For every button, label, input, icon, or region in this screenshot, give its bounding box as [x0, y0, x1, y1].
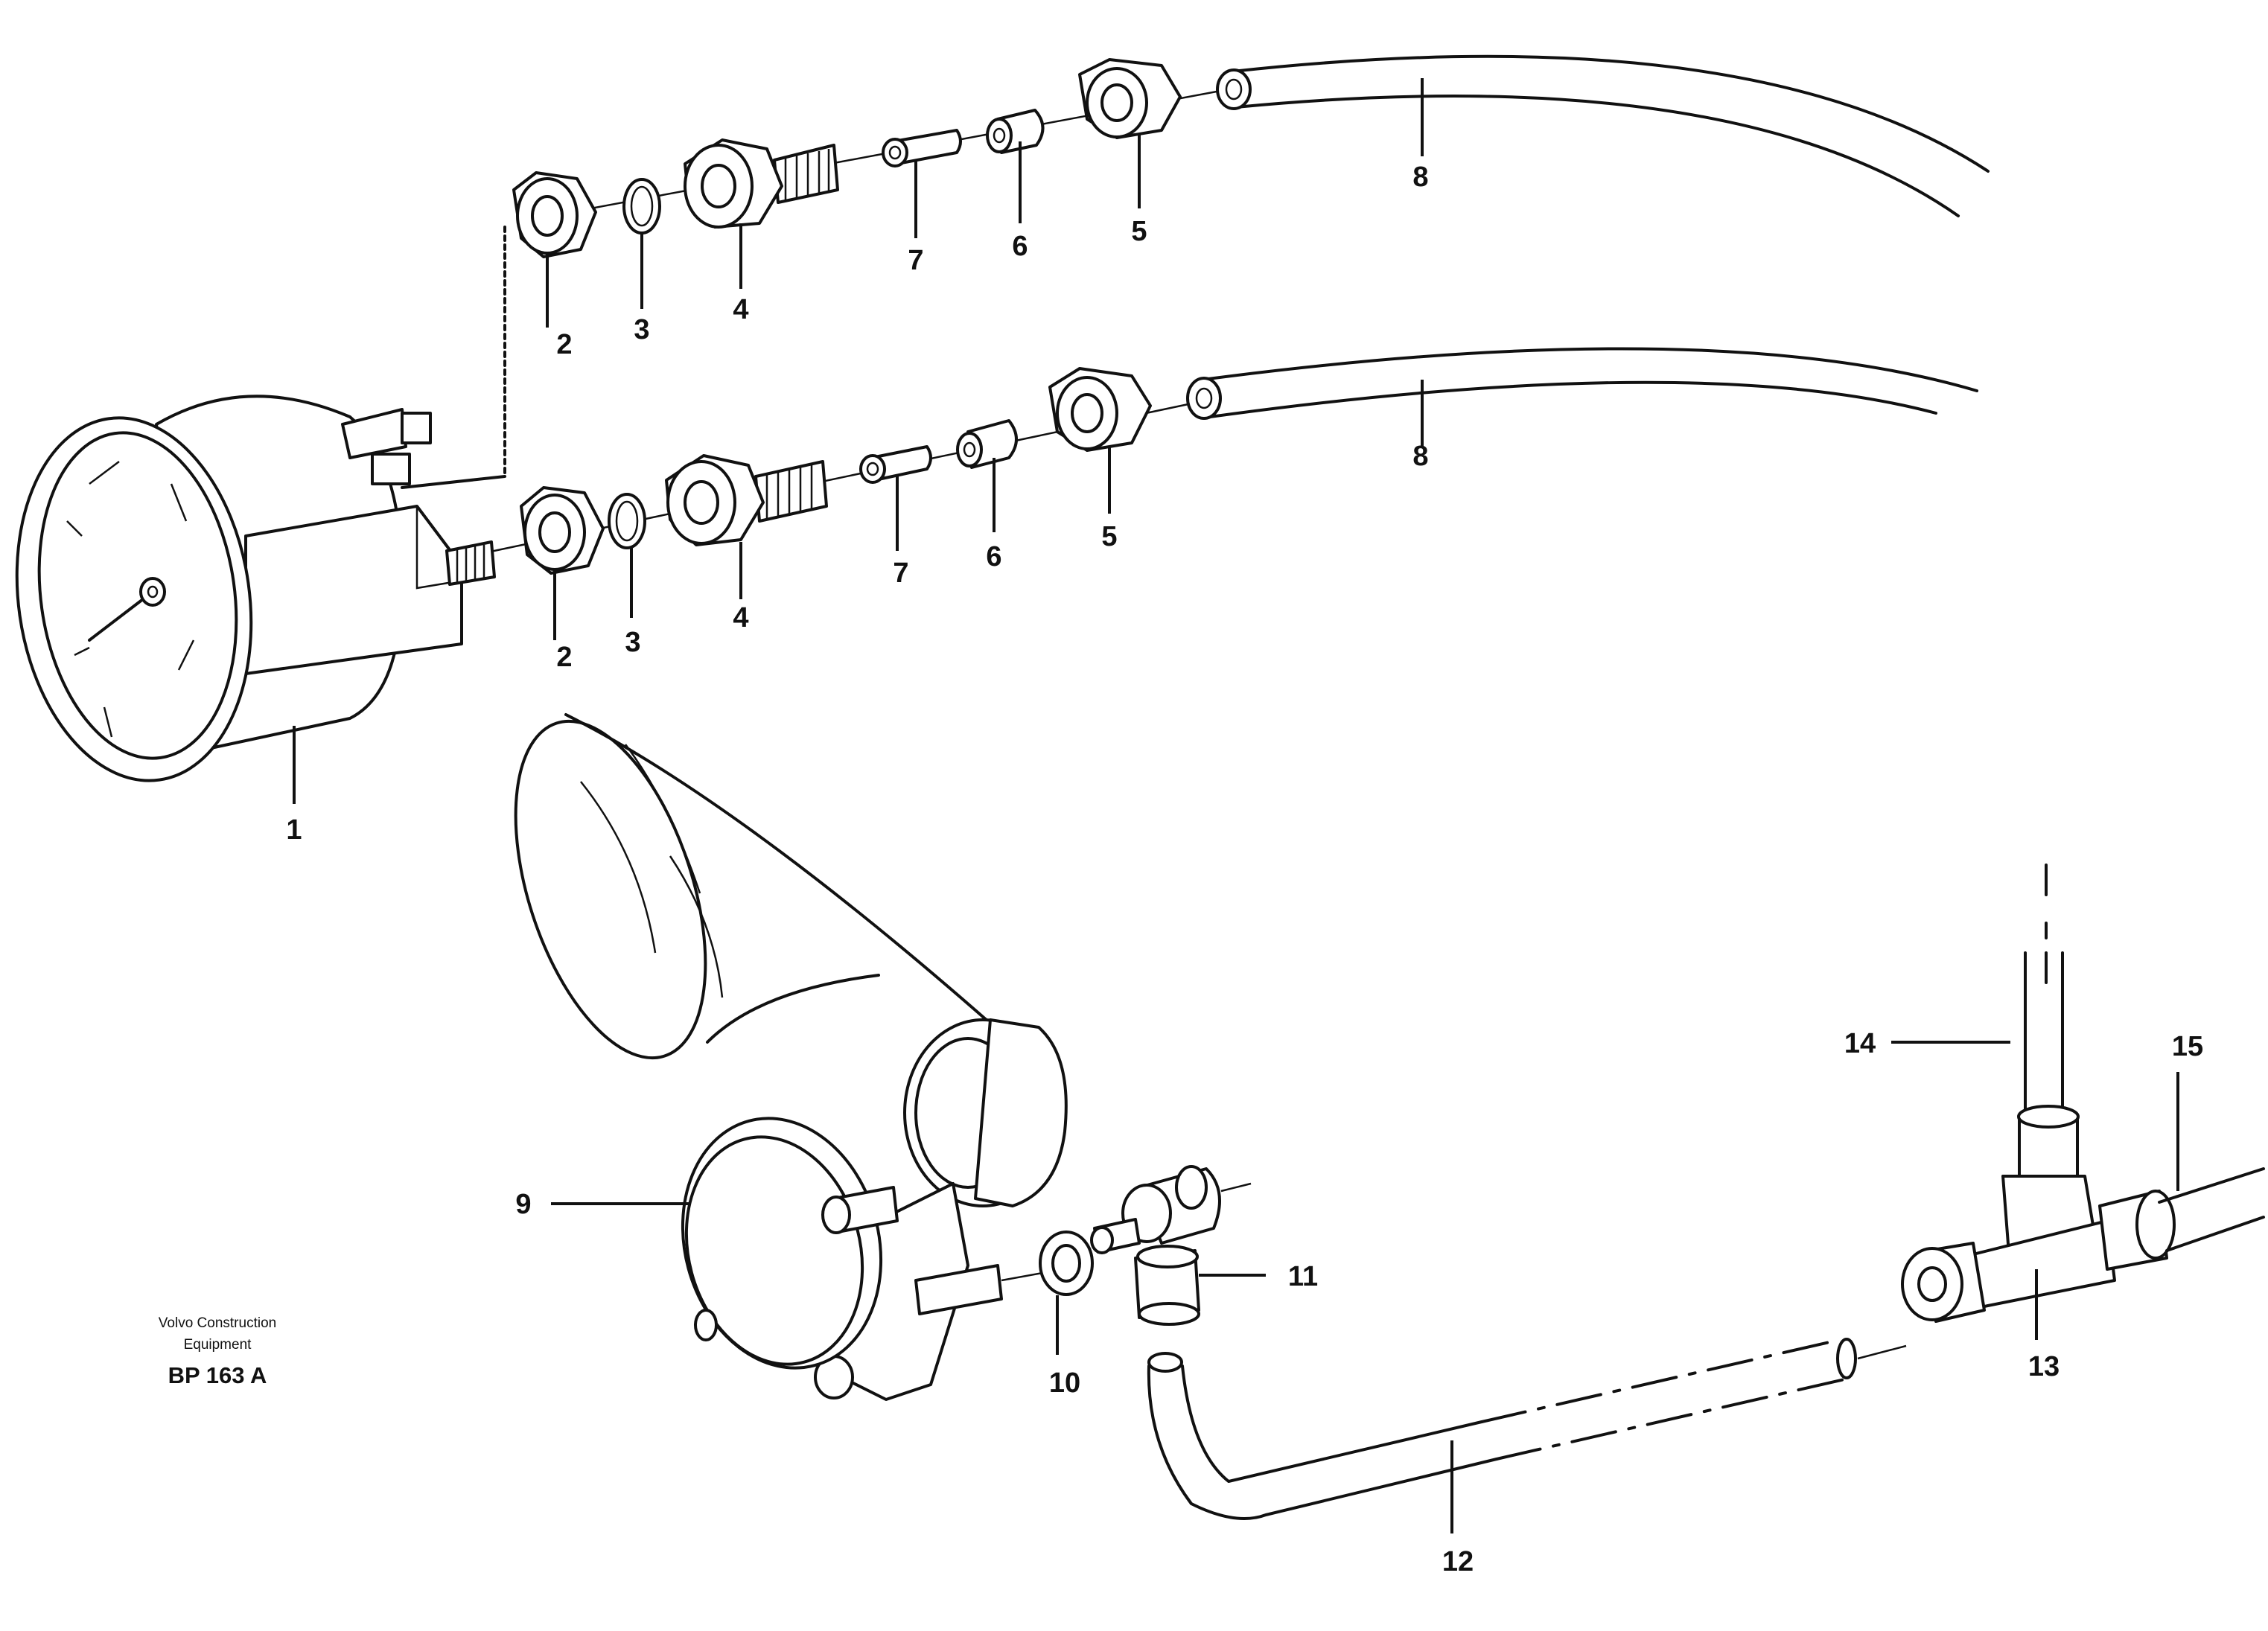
nut-2-lower [520, 486, 605, 575]
callout-12: 12 [1442, 1546, 1474, 1577]
callout-8-lower: 8 [1412, 441, 1428, 472]
callout-4-upper: 4 [733, 294, 748, 325]
callout-6-upper: 6 [1012, 231, 1028, 262]
callout-14: 14 [1844, 1028, 1876, 1059]
callout-leaders [293, 78, 2179, 1533]
washer-10 [1039, 1231, 1094, 1296]
callout-7-upper: 7 [908, 245, 923, 276]
upper-fitting-assembly [401, 54, 1990, 489]
caption-code: BP 163 A [168, 1362, 267, 1388]
callout-7-lower: 7 [893, 558, 908, 589]
o-ring-3-lower [608, 493, 646, 549]
nut-5-upper [1078, 58, 1182, 139]
sleeve-6-upper [986, 109, 1045, 154]
insert-7-upper [882, 129, 962, 167]
callout-2-upper: 2 [556, 329, 572, 360]
tee-13 [1901, 864, 2265, 1323]
insert-7-lower [859, 445, 932, 484]
diagram-caption: Volvo Construction Equipment BP 163 A [159, 1315, 276, 1388]
nut-5-lower [1048, 367, 1152, 452]
callout-13: 13 [2028, 1351, 2060, 1382]
callout-labels: 2 3 4 7 6 5 8 2 3 4 7 6 5 8 1 9 10 11 12… [286, 162, 2203, 1577]
hose-lower [1201, 347, 1978, 392]
callout-9: 9 [515, 1189, 531, 1220]
sleeve-6-lower [956, 419, 1018, 469]
callout-11: 11 [1288, 1261, 1318, 1292]
adapter-4-lower [665, 454, 828, 546]
callout-3-upper: 3 [634, 314, 649, 345]
adapter-4-upper [684, 138, 839, 229]
callout-2-lower: 2 [556, 642, 572, 673]
callout-5-lower: 5 [1101, 521, 1117, 552]
air-horn [514, 713, 1068, 1401]
callout-3-lower: 3 [625, 627, 640, 658]
caption-company: Volvo Construction [159, 1315, 276, 1331]
callout-6-lower: 6 [986, 541, 1001, 572]
elbow-11 [1090, 1165, 1252, 1326]
callout-15: 15 [2172, 1031, 2203, 1062]
caption-company-line2: Equipment [184, 1337, 252, 1353]
pressure-gauge [15, 395, 496, 782]
callout-8-upper: 8 [1412, 162, 1428, 193]
hose-upper [1231, 54, 1990, 173]
tube-12 [1147, 1338, 1907, 1520]
lower-fitting-assembly [476, 347, 1978, 575]
callout-1: 1 [286, 814, 302, 846]
callout-10: 10 [1049, 1367, 1080, 1399]
callout-5-upper: 5 [1131, 216, 1147, 247]
callout-4-lower: 4 [733, 602, 748, 633]
nut-2-upper [512, 171, 597, 258]
